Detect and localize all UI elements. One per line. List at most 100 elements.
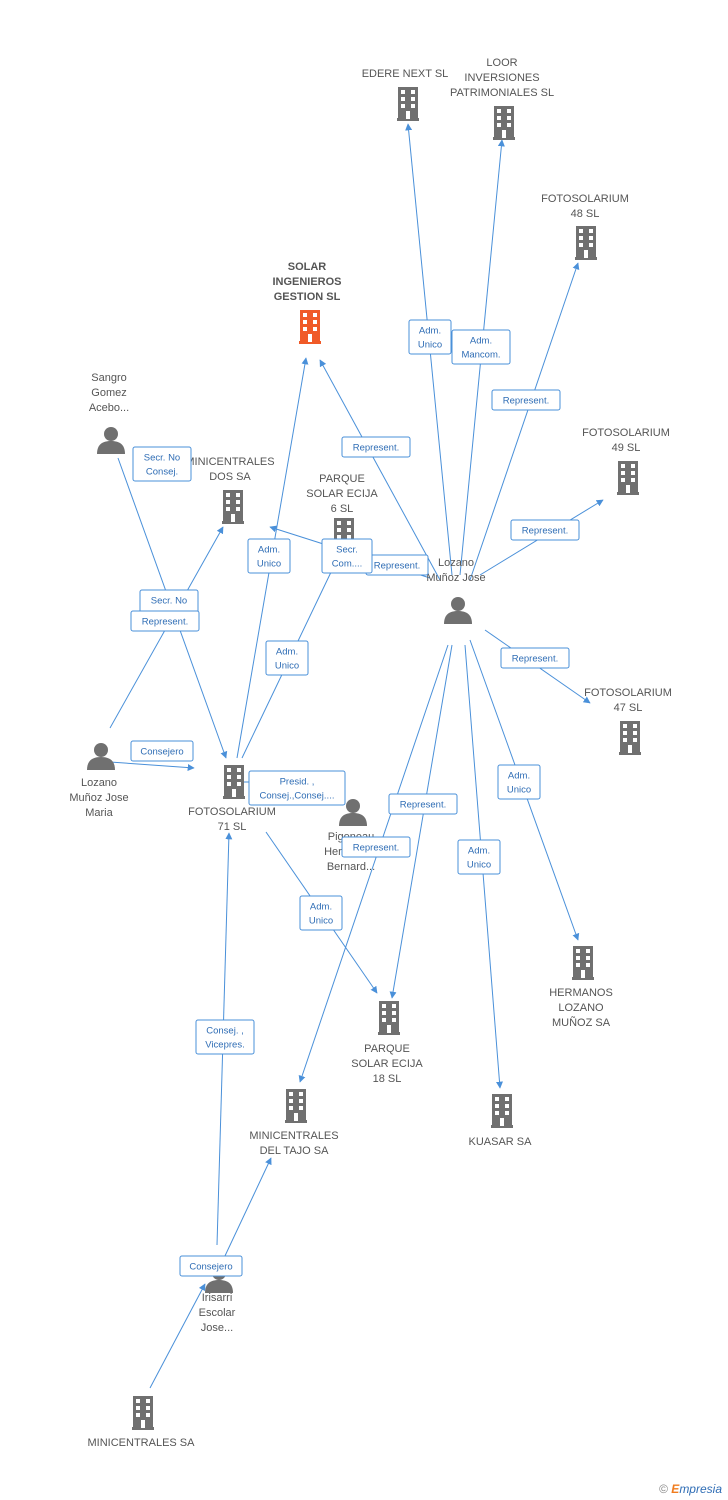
edge-label-lozanojose-solar[interactable]: Represent. [341, 436, 411, 458]
edge-label-text: Adm. [508, 771, 530, 782]
edge-label-box [500, 647, 570, 669]
edge-label-text: Adm. [310, 902, 332, 913]
edge-label-foto71-parque6[interactable]: Adm.Unico [265, 640, 309, 676]
node-label: Muñoz Jose [69, 792, 128, 804]
node-label: Lozano [81, 777, 117, 789]
edge-line-lozanomaria-foto71 [109, 761, 195, 772]
empresia-brand: © Empresia [659, 1482, 722, 1496]
node-label: INGENIEROS [272, 276, 341, 288]
edge-label-lozanojose-foto47[interactable]: Represent. [500, 647, 570, 669]
edge-label-lozanomaria-foto71[interactable]: Consejero [130, 740, 194, 762]
node-label: Sangro [91, 372, 126, 384]
edge-label-lozanojose-parque18[interactable]: Represent. [388, 793, 458, 815]
node-label: EDERE NEXT SL [362, 68, 449, 80]
node-sangro[interactable]: SangroGomezAcebo... [89, 372, 129, 454]
edge-line-lozanojose-minitajo [298, 644, 449, 1083]
edge-label-box [179, 1255, 243, 1277]
edge-label-text: Consej. , [206, 1026, 244, 1037]
edge-label-lozanojose-foto48[interactable]: Represent. [491, 389, 561, 411]
edge-label-pigeon-foto71[interactable]: Presid. ,Consej.,Consej.... [248, 770, 346, 806]
edge-label-text: Represent. [503, 396, 549, 407]
edge-label-box [408, 319, 452, 355]
edge-label-box [248, 770, 346, 806]
brand-name: mpresia [679, 1482, 722, 1496]
edge-label-box [265, 640, 309, 676]
edge-label-lozanojose-hermanos[interactable]: Adm.Unico [497, 764, 541, 800]
edge-label-text: Adm. [419, 326, 441, 337]
edge-label-box [247, 538, 291, 574]
edge-label-lozanojose-foto49[interactable]: Represent. [510, 519, 580, 541]
node-label: DOS SA [209, 471, 251, 483]
brand-initial: E [671, 1482, 680, 1496]
edge-label-text: Adm. [468, 846, 490, 857]
edge-label-lozanojose-loor[interactable]: Adm.Mancom. [451, 329, 511, 365]
edge-label-box [195, 1019, 255, 1055]
edge-label-text: Adm. [258, 545, 280, 556]
person-icon [87, 743, 115, 770]
node-minisa[interactable]: MINICENTRALES SA [88, 1396, 196, 1449]
building-icon [575, 226, 597, 260]
node-label: FOTOSOLARIUM [541, 193, 629, 205]
edge-label-box [451, 329, 511, 365]
edge-line-lozanojose-foto48 [469, 262, 580, 581]
edge-label-text: Consejero [189, 1262, 232, 1273]
edge-label-irisarri-minitajo[interactable]: Consejero [179, 1255, 243, 1277]
edge-label-lozanojose-minidos[interactable]: Represent. [365, 554, 429, 576]
edge-label-text: Consej. [146, 467, 178, 478]
edge-line-irisarri-minitajo [223, 1157, 272, 1259]
node-label: PARQUE [319, 473, 365, 485]
edge-label-lozanojose-kuasar[interactable]: Adm.Unico [457, 839, 501, 875]
node-label: 6 SL [331, 503, 354, 515]
node-label: 49 SL [612, 442, 641, 454]
node-pigeon[interactable]: PigeneauHernandezBernard... [324, 799, 378, 873]
node-label: DEL TAJO SA [260, 1145, 330, 1157]
edge-label-foto71-parque18[interactable]: Adm.Unico [299, 895, 343, 931]
person-icon [97, 427, 125, 454]
edge-label-box [299, 895, 343, 931]
node-irisarri[interactable]: IrisarriEscolarJose... [199, 1266, 236, 1334]
edge-label-text: Com.... [332, 559, 363, 570]
edge-label-box [457, 839, 501, 875]
node-label: Bernard... [327, 861, 375, 873]
edge-label-text: Represent. [142, 617, 188, 628]
edge-label-lozanojose-edere[interactable]: Adm. Unico [408, 319, 452, 355]
node-label: PARQUE [364, 1043, 410, 1055]
edge-label-box [132, 446, 192, 482]
edge-label-text: Consejero [140, 747, 183, 758]
node-label: INVERSIONES [464, 72, 539, 84]
node-label: MUÑOZ SA [552, 1016, 611, 1029]
node-kuasar[interactable]: KUASAR SA [469, 1094, 533, 1148]
person-icon [444, 597, 472, 624]
edge-label-foto71-solar[interactable]: Adm.Unico [247, 538, 291, 574]
edge-label-irisarri-foto71[interactable]: Consej. ,Vicepres. [195, 1019, 255, 1055]
edge-label-box [341, 836, 411, 858]
edge-label-text: Represent. [522, 526, 568, 537]
edge-label-text: Presid. , [280, 777, 315, 788]
building-icon [132, 1396, 154, 1430]
node-parque6[interactable]: PARQUE SOLAR ECIJA 6 SL [306, 473, 378, 552]
edge-label-parque6-foto71[interactable]: Secr.Com.... [321, 538, 373, 574]
edge-label-lozanojose-minitajo[interactable]: Represent. [341, 836, 411, 858]
building-icon [223, 765, 245, 799]
edge-label-text: Represent. [353, 443, 399, 454]
node-label: PATRIMONIALES SL [450, 87, 554, 99]
node-edere[interactable]: EDERE NEXT SL [362, 68, 449, 121]
node-label: SOLAR ECIJA [306, 488, 378, 500]
edge-label-text: Unico [418, 340, 442, 351]
edge-label-sangro-foto71[interactable]: Represent. [130, 610, 200, 632]
building-icon [397, 87, 419, 121]
node-label: HERMANOS [549, 987, 613, 999]
